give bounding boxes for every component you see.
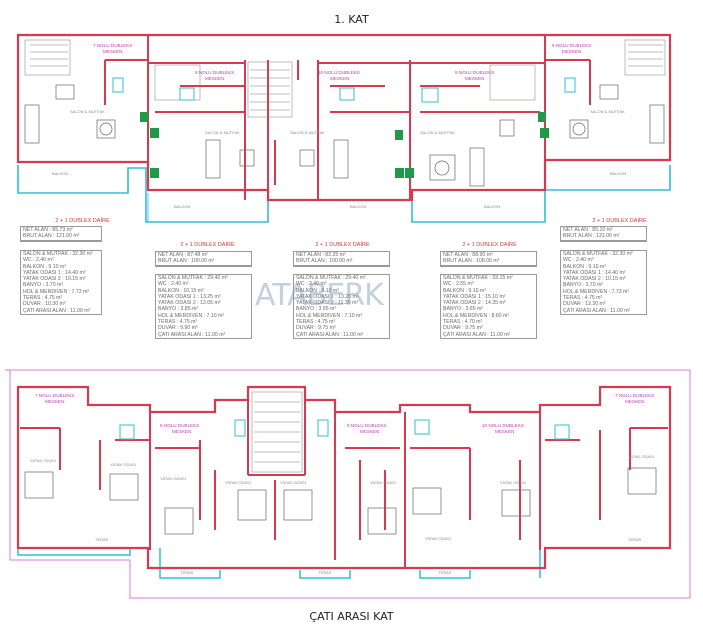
svg-text:TERAS: TERAS [628, 537, 642, 542]
unit-label-top: 7 NOLU DUBLEKS [93, 43, 132, 48]
first-floor-plan: 7 NOLU DUBLEKS MESKEN 8 NOLU DUBLEKS MES… [16, 33, 672, 223]
svg-text:TERAS: TERAS [438, 570, 452, 575]
attic-floor-plan: 7 NOLU DUBLEKS MESKEN 8 NOLU DUBLEKS MES… [5, 369, 691, 599]
svg-text:YATAK ODASI: YATAK ODASI [110, 462, 136, 467]
svg-text:9 NOLU DUBLEKS: 9 NOLU DUBLEKS [455, 70, 494, 75]
svg-text:SALON & MUTFAK: SALON & MUTFAK [420, 130, 455, 135]
svg-text:9 NOLU DUBLEKS: 9 NOLU DUBLEKS [552, 43, 591, 48]
svg-text:SALON & MUTFAK: SALON & MUTFAK [70, 109, 105, 114]
area-table-rows: SALON & MUTFAK : 33.15 m² WC : 2.55 m² B… [440, 274, 537, 339]
svg-text:10 NOLU DUBLEKS: 10 NOLU DUBLEKS [482, 423, 524, 428]
svg-text:BALKON: BALKON [484, 204, 500, 209]
area-table-title: 2 + 1 DUBLEX DAİRE [55, 218, 110, 224]
svg-text:MESKEN: MESKEN [465, 76, 484, 81]
svg-text:7 NOLU DUBLEKS: 7 NOLU DUBLEKS [615, 393, 654, 398]
area-table-rows: SALON & MUTFAK : 32.30 m² WC : 2.40 m² B… [560, 250, 647, 315]
svg-text:9 NOLU DUBLEKS: 9 NOLU DUBLEKS [347, 423, 386, 428]
area-table-title: 2 + 1 DUBLEX DAİRE [180, 242, 235, 248]
area-table-title: 2 + 1 DUBLEX DAİRE [462, 242, 517, 248]
svg-text:SALON & MUTFAK: SALON & MUTFAK [205, 130, 240, 135]
svg-text:MESKEN: MESKEN [360, 429, 379, 434]
svg-text:TERAS: TERAS [180, 570, 194, 575]
area-table-summary: NET ALAN : 88.90 m² BRÜT ALAN : 108.00 m… [440, 251, 537, 267]
svg-text:BALKON: BALKON [610, 171, 626, 176]
svg-text:TERAS: TERAS [318, 570, 332, 575]
svg-text:MESKEN: MESKEN [562, 49, 581, 54]
svg-text:BALKON: BALKON [52, 171, 68, 176]
svg-text:MESKEN: MESKEN [625, 399, 644, 404]
area-table-rows: SALON & MUTFAK : 32.30 m² WC : 2.40 m² B… [20, 250, 102, 315]
area-table-rows: SALON & MUTFAK : 29.40 m² WC : 2.40 m² B… [293, 274, 390, 339]
svg-text:8 NOLU DUBLEKS: 8 NOLU DUBLEKS [160, 423, 199, 428]
area-table-summary: NET ALAN : 82.25 m² BRÜT ALAN : 100.00 m… [293, 251, 390, 267]
area-table-summary: NET ALAN : 87.48 m² BRÜT ALAN : 100.00 m… [155, 251, 252, 267]
svg-text:MESKEN: MESKEN [205, 76, 224, 81]
svg-text:BALKON: BALKON [350, 204, 366, 209]
svg-text:YATAK ODASI: YATAK ODASI [160, 476, 186, 481]
svg-text:YATAK ODASI: YATAK ODASI [30, 458, 56, 463]
svg-text:10 NOLU DUBLEKS: 10 NOLU DUBLEKS [318, 70, 360, 75]
svg-text:MESKEN: MESKEN [103, 49, 122, 54]
svg-text:YATAK ODASI: YATAK ODASI [225, 480, 251, 485]
attic-floor-title: ÇATI ARASI KAT [309, 610, 394, 623]
svg-text:MESKEN: MESKEN [330, 76, 349, 81]
svg-text:BALKON: BALKON [174, 204, 190, 209]
svg-text:SALON & MUTFAK: SALON & MUTFAK [590, 109, 625, 114]
svg-text:YATAK ODASI: YATAK ODASI [628, 454, 654, 459]
watermark-logo: ATABERK [255, 278, 384, 313]
svg-text:MESKEN: MESKEN [172, 429, 191, 434]
area-table-summary: NET ALAN : 85.73 m² BRÜT ALAN : 121.00 m… [20, 226, 102, 242]
svg-text:SALON & MUTFAK: SALON & MUTFAK [290, 130, 325, 135]
area-table-title: 2 + 1 DUBLEX DAİRE [315, 242, 370, 248]
first-floor-title: 1. KAT [334, 13, 369, 26]
svg-text:YATAK ODASI: YATAK ODASI [500, 480, 526, 485]
area-table-title: 2 + 1 DUBLEX DAİRE [592, 218, 647, 224]
svg-text:MESKEN: MESKEN [45, 399, 64, 404]
svg-text:YATAK ODASI: YATAK ODASI [280, 480, 306, 485]
area-table-summary: NET ALAN : 85.10 m² BRÜT ALAN : 121.00 m… [560, 226, 647, 242]
area-table-rows: SALON & MUTFAK : 29.40 m² WC : 2.40 m² B… [155, 274, 252, 339]
svg-text:TERAS: TERAS [95, 537, 109, 542]
svg-text:YATAK ODASI: YATAK ODASI [425, 536, 451, 541]
svg-text:8 NOLU DUBLEKS: 8 NOLU DUBLEKS [195, 70, 234, 75]
svg-text:YATAK ODASI: YATAK ODASI [370, 480, 396, 485]
svg-text:7 NOLU DUBLEKS: 7 NOLU DUBLEKS [35, 393, 74, 398]
svg-text:MESKEN: MESKEN [495, 429, 514, 434]
